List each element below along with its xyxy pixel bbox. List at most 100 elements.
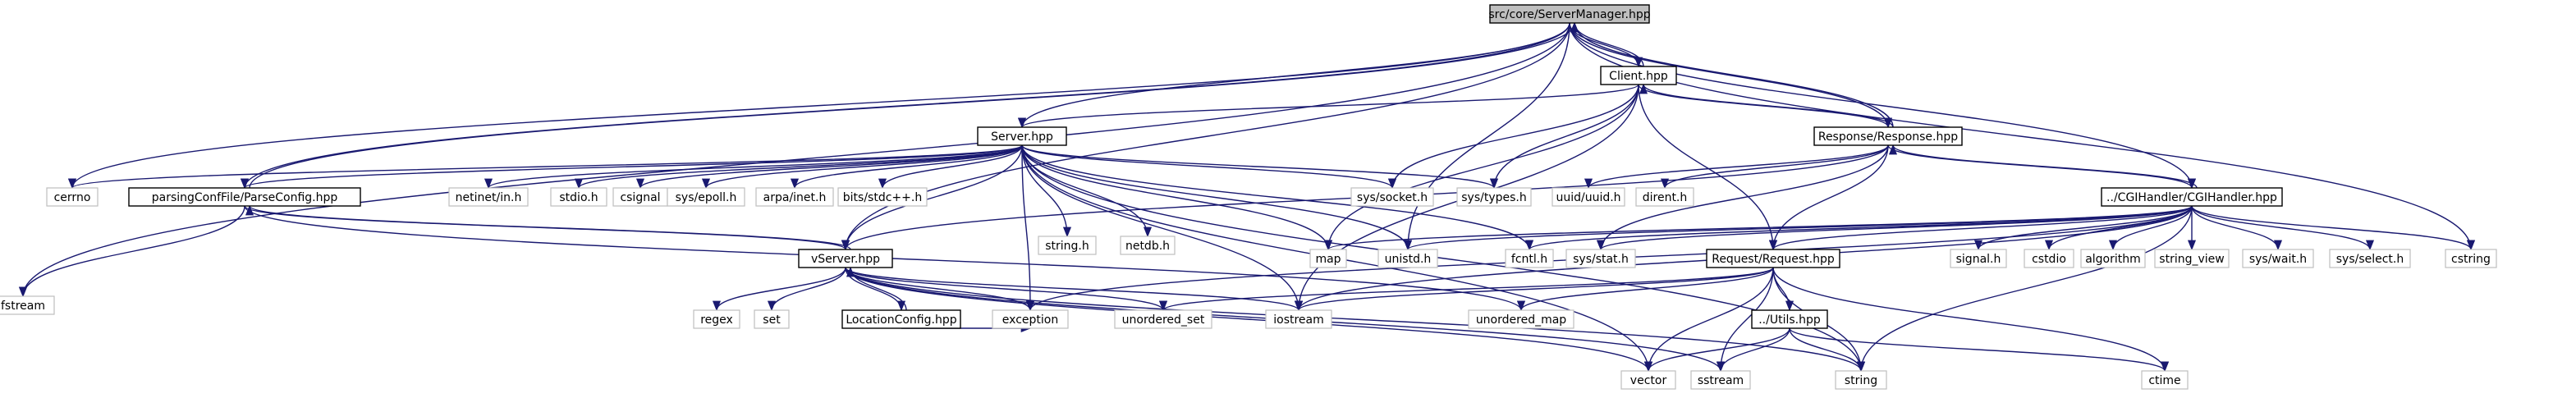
node-label: sys/socket.h [1357,191,1428,204]
edge-server-to-map [1021,144,1332,251]
edge-request-to-ctime [1772,267,2169,373]
node-unordered_set: unordered_set [1114,309,1212,329]
node-box [2080,249,2146,268]
node-epoll: sys/epoll.h [667,187,745,207]
node-arpa: arpa/inet.h [755,187,834,207]
node-box [977,126,1067,146]
node-vserver[interactable]: vServer.hpp [798,249,893,268]
edge-cgi-to-unistd [1404,205,2193,251]
edge-vserver-to-iostream [845,267,1303,312]
node-box [1690,370,1751,390]
node-unordered_map: unordered_map [1468,309,1574,329]
node-label: cstdio [2032,253,2066,266]
node-label: exception [1002,313,1058,327]
node-utils[interactable]: ../Utils.hpp [1751,309,1828,329]
edge-client-to-server [1018,84,1639,129]
node-label: string.h [1045,240,1089,253]
node-csignal: csignal [612,187,668,207]
node-exception: exception [992,309,1069,329]
edge-client-to-map [1324,84,1639,251]
node-netinet: netinet/in.h [448,187,529,207]
node-label: netdb.h [1125,240,1170,253]
edge-server-to-iostream [1021,144,1304,312]
node-cstdio: cstdio [2024,249,2074,268]
node-box [448,187,529,207]
node-string_view: string_view [2154,249,2230,268]
node-box [1565,249,1636,268]
node-box [1265,309,1332,329]
edge-response-to-client [1639,83,1894,128]
node-response[interactable]: Response/Response.hpp [1813,126,1963,146]
node-label: map [1315,253,1341,266]
node-box [1635,187,1694,207]
node-label: fstream [1,300,45,313]
node-box [1552,187,1625,207]
node-box [1309,249,1347,268]
node-label: iostream [1273,313,1324,327]
edge-server-to-fcntl [1021,144,1533,251]
edge-server-to-arpa [791,144,1023,190]
node-label: vServer.hpp [811,253,880,266]
edge-root-to-client [1569,22,1643,68]
node-box [754,309,790,329]
node-label: LocationConfig.hpp [846,313,956,327]
node-algorithm: algorithm [2080,249,2146,268]
edge-cgi-to-cstring [2191,205,2475,251]
node-cgi[interactable]: ../CGIHandler/CGIHandler.hpp [2101,187,2283,207]
edge-parse-to-fstream [19,205,245,298]
node-box [2101,187,2283,207]
node-parse[interactable]: parsingConfFile/ParseConfig.hpp [128,187,361,207]
node-layer: src/core/ServerManager.hppClient.hppServ… [0,4,2497,390]
node-label: string [1845,374,1877,387]
node-box [1456,187,1532,207]
node-request[interactable]: Request/Request.hpp [1706,249,1840,268]
edge-cgi-to-algorithm [2109,205,2193,251]
edge-utils-to-sstream [1716,327,1790,373]
node-label: sys/epoll.h [676,191,737,204]
node-label: uuid/uuid.h [1556,191,1620,204]
node-box [798,249,893,268]
edge-client-to-request [1638,84,1778,251]
node-label: Response/Response.hpp [1818,130,1958,144]
edge-cgi-to-map [1324,205,2193,251]
edge-server-to-stdio [575,144,1023,190]
edge-server-to-types [1021,144,1498,190]
edge-vserver-to-set [767,267,846,312]
edge-client-to-socket [1388,84,1639,190]
node-map: map [1309,249,1347,268]
edge-vserver-to-string [845,267,1865,373]
node-socket: sys/socket.h [1350,187,1434,207]
node-client[interactable]: Client.hpp [1600,66,1677,85]
edge-server-to-csignal [636,144,1023,190]
edge-response-to-uuid [1584,144,1889,190]
node-label: ctime [2148,374,2180,387]
node-location[interactable]: LocationConfig.hpp [841,309,961,329]
node-types: sys/types.h [1456,187,1532,207]
node-label: unordered_map [1476,313,1566,327]
node-stdio: stdio.h [550,187,607,207]
node-box [1377,249,1438,268]
edge-request-to-sstream [1716,267,1774,373]
node-set: set [754,309,790,329]
node-ctime: ctime [2141,370,2189,390]
node-label: src/core/ServerManager.hpp [1488,8,1650,21]
edge-server-to-unistd [1021,144,1412,251]
node-root[interactable]: src/core/ServerManager.hpp [1488,4,1651,24]
node-label: stdio.h [559,191,598,204]
node-label: algorithm [2085,253,2141,266]
node-uuid: uuid/uuid.h [1552,187,1625,207]
node-label: sstream [1698,374,1744,387]
edge-server-to-vserver [841,144,1023,251]
edge-parse-to-root [249,21,1579,189]
node-box [550,187,607,207]
node-wait: sys/wait.h [2242,249,2314,268]
node-server[interactable]: Server.hpp [977,126,1067,146]
edge-root-to-response [1569,22,1892,129]
node-cerrno: cerrno [46,187,99,207]
node-dirent: dirent.h [1635,187,1694,207]
edge-root-to-cerrno [68,22,1570,190]
node-label: cstring [2451,253,2491,266]
node-label: ../CGIHandler/CGIHandler.hpp [2106,191,2277,204]
edge-utils-to-vector [1644,327,1790,373]
